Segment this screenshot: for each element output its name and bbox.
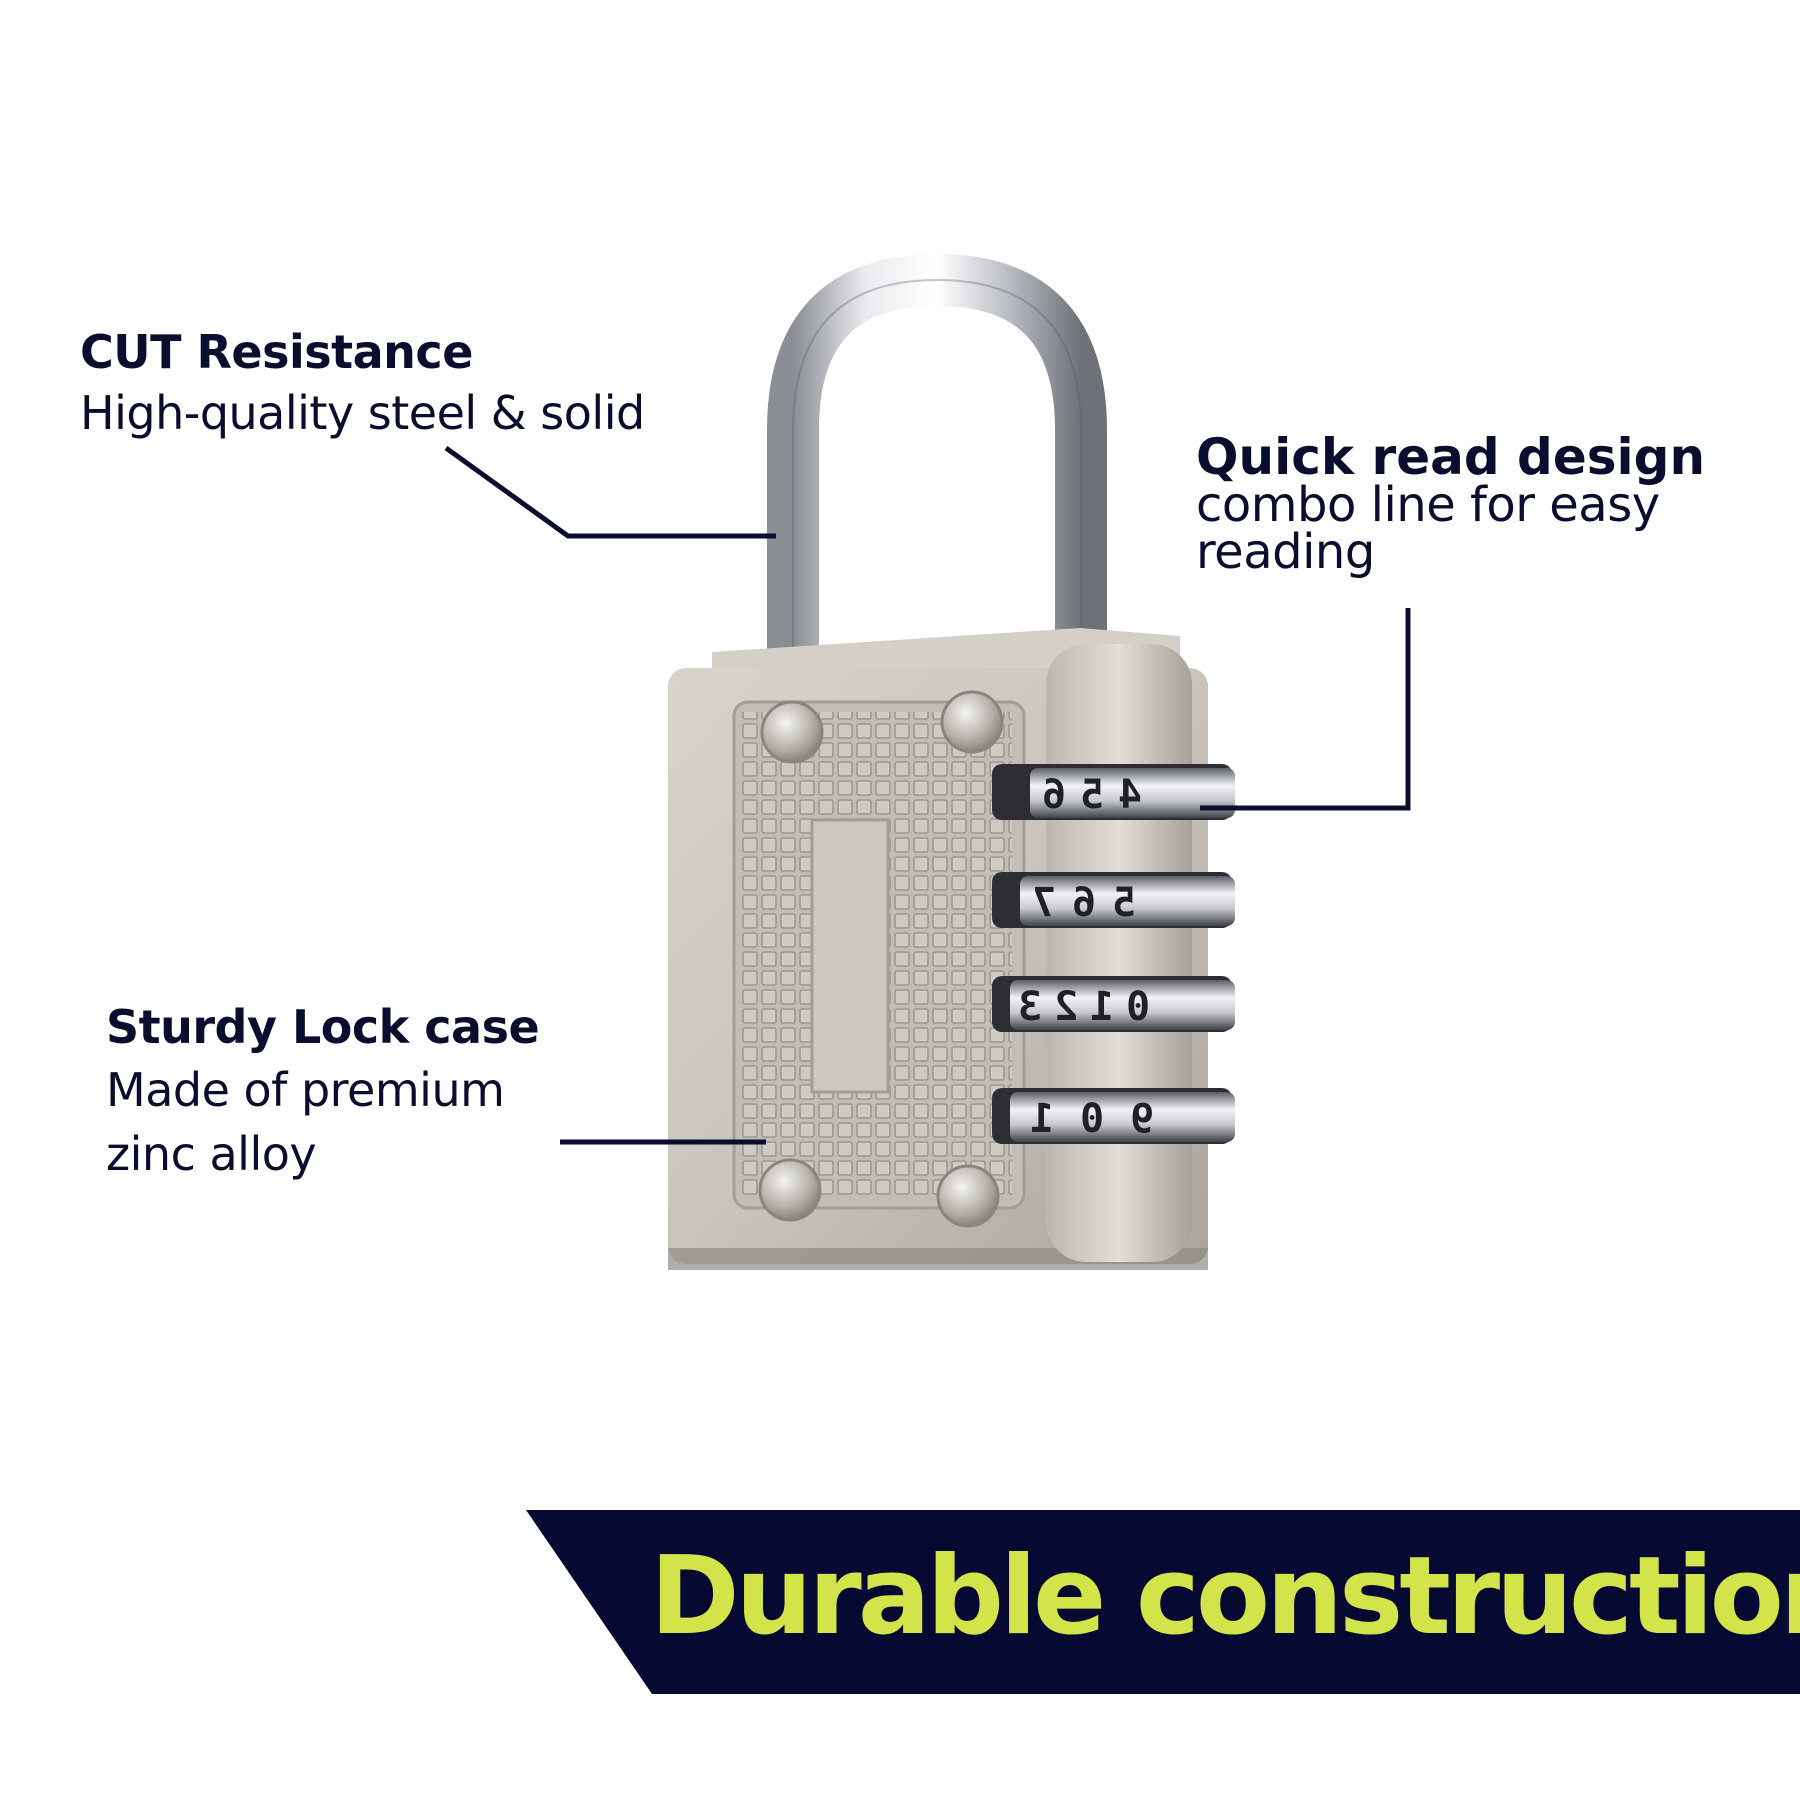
dial-row-2[interactable]: 7 6 5 [1032, 880, 1232, 926]
dial-digit: 4 [1118, 772, 1143, 818]
dial-digit: 5 [1112, 880, 1137, 926]
dial-digit: 2 [1054, 984, 1079, 1030]
callout-description-line1: combo line for easy [1196, 477, 1660, 533]
dial-digit: 1 [1030, 1096, 1055, 1142]
dial-digit: 9 [1130, 1096, 1155, 1142]
callout-cut-resistance: CUT Resistance High-quality steel & soli… [80, 322, 645, 444]
dial-digit: 0 [1126, 984, 1151, 1030]
dial-digit: 0 [1080, 1096, 1105, 1142]
dial-digit: 3 [1018, 984, 1043, 1030]
combination-dials [992, 764, 1235, 1144]
callout-description-line2: reading [1196, 524, 1375, 580]
lock-shackle [767, 253, 1107, 650]
dial-digit: 1 [1090, 984, 1115, 1030]
dial-digit: 7 [1032, 880, 1057, 926]
callout-title: Quick read design [1196, 428, 1706, 486]
dial-row-3[interactable]: 3 2 1 0 [1018, 984, 1233, 1030]
callout-description: High-quality steel & solid [80, 386, 645, 440]
leader-line-cut [444, 445, 776, 539]
leader-line-quick [1200, 608, 1411, 811]
callout-description-line1: Made of premium [106, 1063, 505, 1117]
callout-description-line2: zinc alloy [106, 1127, 317, 1181]
banner-heading: Durable construction [650, 1534, 1800, 1659]
dial-row-1[interactable]: 6 5 4 [1042, 772, 1232, 818]
banner-background [526, 1510, 1800, 1694]
callout-sturdy-case: Sturdy Lock case Made of premium zinc al… [106, 996, 626, 1186]
dial-row-4[interactable]: 1 0 9 [1030, 1096, 1230, 1142]
dial-digit: 5 [1080, 772, 1105, 818]
callout-title: CUT Resistance [80, 325, 473, 379]
callout-quick-read: Quick read design combo line for easy re… [1196, 432, 1786, 576]
dial-digit: 6 [1042, 772, 1067, 818]
dial-digit: 6 [1072, 880, 1097, 926]
callout-title: Sturdy Lock case [106, 1000, 540, 1054]
